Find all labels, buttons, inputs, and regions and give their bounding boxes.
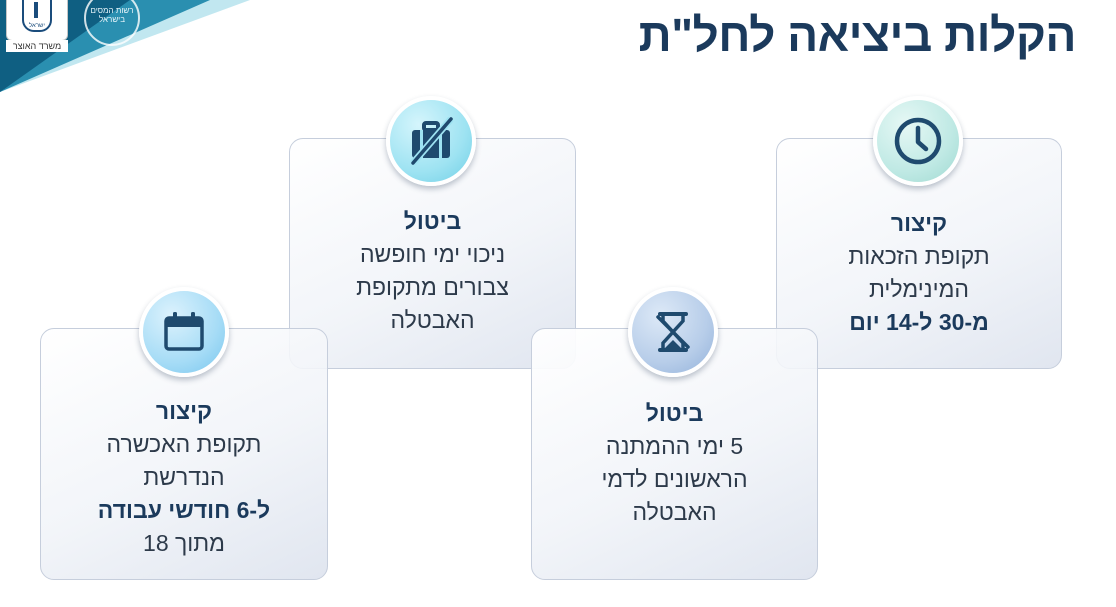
page-title: הקלות ביציאה לחל"ת xyxy=(638,9,1077,61)
hourglass-crossed-icon xyxy=(656,312,690,352)
tax-authority-logo: רשות המסים בישראל xyxy=(84,0,140,46)
card-heading: ביטול xyxy=(645,400,704,426)
card-line: המינימלית xyxy=(869,276,969,302)
state-emblem-logo: ישראל xyxy=(6,0,68,41)
card-heading: קיצור xyxy=(890,210,948,236)
card-line: ניכוי ימי חופשה xyxy=(359,241,506,267)
card-emphasis: ל-6 חודשי עבודה xyxy=(97,497,271,523)
hourglass-badge xyxy=(628,287,718,377)
briefcase-crossed-icon xyxy=(410,116,454,166)
clock-badge xyxy=(873,96,963,186)
card-line: הראשונים לדמי xyxy=(601,466,748,492)
card-line: צבורים מתקופת xyxy=(356,274,509,300)
card-line: תקופת האכשרה xyxy=(106,431,262,457)
card-heading: ביטול xyxy=(403,208,462,234)
briefcase-badge xyxy=(386,96,476,186)
clock-icon xyxy=(894,117,942,165)
emblem-text: ישראל xyxy=(29,23,45,29)
card-line: תקופת הזכאות xyxy=(848,243,990,269)
card-emphasis: מ-30 ל-14 יום xyxy=(849,309,989,335)
ministry-label: משרד האוצר xyxy=(6,40,68,52)
card-line: מתוך 18 xyxy=(143,530,225,556)
card-line: 5 ימי ההמתנה xyxy=(605,433,744,459)
card-heading: קיצור xyxy=(155,398,213,424)
calendar-badge xyxy=(139,287,229,377)
card-line: האבטלה xyxy=(390,307,475,333)
card-line: הנדרשת xyxy=(143,464,225,490)
calendar-icon xyxy=(164,312,204,351)
card-line: האבטלה xyxy=(632,499,717,525)
